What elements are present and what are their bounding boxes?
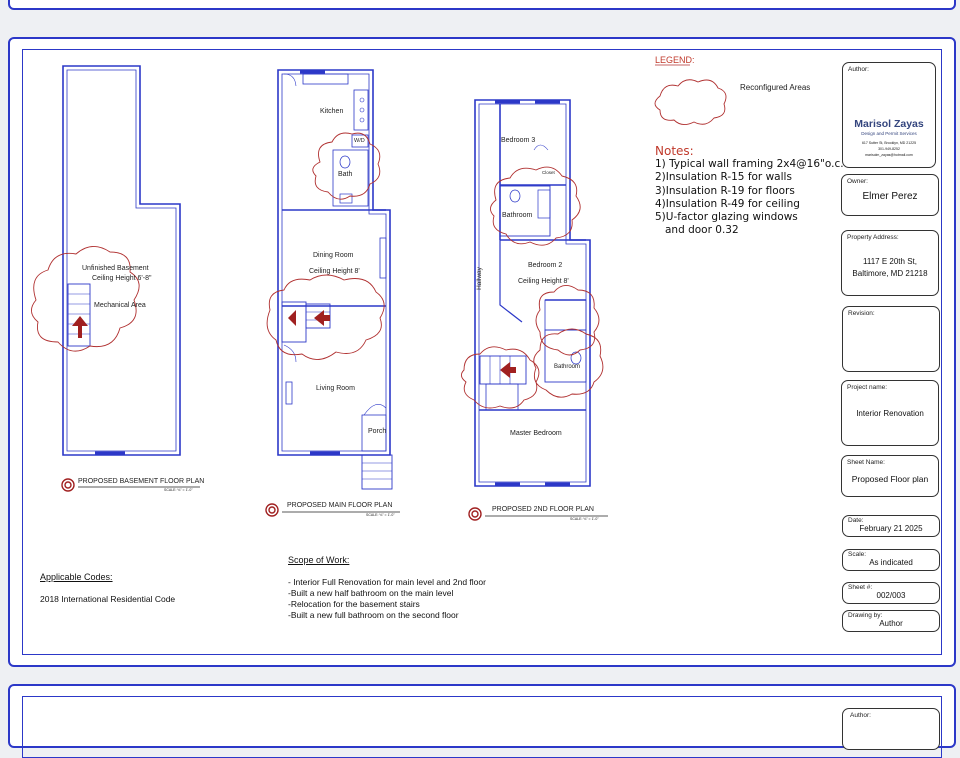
- scope-list: - Interior Full Renovation for main leve…: [288, 577, 486, 621]
- project-label: Project name:: [847, 384, 888, 391]
- main-bath-label: Bath: [338, 171, 353, 178]
- note-item: and door 0.32: [665, 224, 739, 237]
- owner-box: Owner: Elmer Perez: [841, 174, 939, 216]
- scope-item: -Relocation for the basement stairs: [288, 599, 420, 609]
- drawnby-label: Drawing by:: [848, 612, 883, 619]
- second-bedroom3-label: Bedroom 3: [501, 137, 536, 144]
- codes-title: Applicable Codes:: [40, 572, 113, 582]
- date-value: February 21 2025: [859, 524, 923, 533]
- basement-ceiling-label: Ceiling Height 6'-8": [92, 275, 152, 282]
- note-item: 1) Typical wall framing 2x4@16"o.c.: [655, 158, 844, 171]
- next-author-label: Author:: [850, 712, 871, 719]
- main-ceiling-label: Ceiling Height 8': [309, 268, 360, 275]
- second-plan-title: PROPOSED 2ND FLOOR PLAN: [492, 506, 594, 513]
- second-master-label: Master Bedroom: [510, 430, 562, 437]
- main-plan-scale: SCALE: ⅛" = 1'-0": [366, 513, 395, 517]
- main-porch-label: Porch: [368, 428, 387, 435]
- note-item: 2)Insulation R-15 for walls: [655, 171, 792, 184]
- main-bath-cloud: [312, 132, 381, 200]
- second-ceiling-label: Ceiling Height 8': [518, 278, 569, 285]
- scale-box: Scale: As indicated: [842, 549, 940, 571]
- notes-block: Notes: 1) Typical wall framing 2x4@16"o.…: [655, 144, 844, 237]
- second-bath-cloud: [490, 166, 581, 246]
- scope-item: - Interior Full Renovation for main leve…: [288, 577, 486, 587]
- scale-label: Scale:: [848, 551, 867, 558]
- sheet-number-value: 002/003: [876, 591, 906, 600]
- company-subtitle: Design and Permit Services: [861, 131, 917, 136]
- date-label: Date:: [848, 517, 864, 524]
- basement-outline: [62, 65, 181, 456]
- note-item: 4)Insulation R-49 for ceiling: [655, 197, 800, 210]
- notes-title: Notes:: [655, 144, 694, 158]
- company-address: 617 Sutter St, Brooklyn, MD 21225: [861, 141, 917, 145]
- main-floor-outline: [277, 69, 391, 456]
- scope-item: -Built a new half bathroom on the main l…: [288, 588, 454, 598]
- basement-plan-scale: SCALE: ⅛" = 1'-0": [164, 488, 193, 492]
- main-kitchen-label: Kitchen: [320, 108, 344, 115]
- second-floor-outline: [474, 99, 591, 487]
- main-dining-label: Dining Room: [313, 252, 354, 259]
- sheetname-box: Sheet Name: Proposed Floor plan: [841, 455, 939, 497]
- author-label: Author:: [848, 66, 869, 73]
- note-item: 3)Insulation R-19 for floors: [655, 184, 795, 197]
- second-bath2-cloud: [533, 328, 604, 398]
- second-bathroom2-label: Bathroom: [554, 364, 581, 370]
- address-line1: 1117 E 20th St,: [863, 257, 917, 266]
- scope-item: -Built a new full bathroom on the second…: [288, 610, 459, 620]
- basement-plan-title: PROPOSED BASEMENT FLOOR PLAN: [78, 478, 205, 485]
- address-line2: Baltimore, MD 21218: [852, 269, 928, 278]
- sheet-number-label: Sheet #:: [848, 584, 873, 591]
- scale-value: As indicated: [869, 558, 913, 567]
- address-label: Property Address:: [847, 234, 899, 241]
- company-email: marisolm_zayas@hotmail.com: [865, 153, 913, 157]
- main-stairs-cloud: [266, 274, 385, 360]
- legend-cloud: [654, 79, 727, 125]
- revision-box: Revision:: [842, 306, 940, 372]
- basement-area-label: Mechanical Area: [94, 302, 146, 309]
- drawnby-value: Author: [879, 619, 903, 628]
- sheetname-label: Sheet Name:: [847, 459, 885, 466]
- main-plan-title: PROPOSED MAIN FLOOR PLAN: [287, 502, 393, 509]
- main-wd-label: W/D: [354, 138, 365, 144]
- drawnby-box: Drawing by: Author: [842, 610, 940, 632]
- main-living-label: Living Room: [316, 385, 355, 392]
- previous-sheet-edge: [8, 0, 956, 10]
- legend-title: LEGEND:: [655, 55, 695, 65]
- second-hallway-label: Hallway: [475, 267, 483, 290]
- drawing-sheet: [8, 37, 956, 667]
- address-box: Property Address: 1117 E 20th St, Baltim…: [841, 230, 939, 296]
- basement-cloud: [31, 246, 140, 352]
- second-bedroom2-label: Bedroom 2: [528, 262, 563, 269]
- drawing-border: [22, 49, 942, 655]
- second-plan-scale: SCALE: ⅛" = 1'-0": [570, 517, 599, 521]
- legend-label: Reconfigured Areas: [740, 83, 811, 92]
- author-box: Author: Marisol Zayas Design and Permit …: [842, 62, 936, 168]
- scope-title: Scope of Work:: [288, 555, 350, 565]
- project-value: Interior Renovation: [856, 409, 924, 418]
- note-item: 5)U-factor glazing windows: [655, 211, 798, 224]
- basement-room-label: Unfinished Basement: [82, 265, 149, 272]
- second-closet-label: Closet: [542, 170, 555, 175]
- second-stairs-cloud: [461, 346, 540, 409]
- date-box: Date: February 21 2025: [842, 515, 940, 537]
- second-bathroom-label: Bathroom: [502, 212, 533, 219]
- company-phone: 301-949-8252: [878, 147, 900, 151]
- owner-value: Elmer Perez: [862, 191, 918, 202]
- codes-text: 2018 International Residential Code: [40, 594, 176, 604]
- project-box: Project name: Interior Renovation: [841, 380, 939, 446]
- revision-label: Revision:: [848, 310, 875, 317]
- sheetname-value: Proposed Floor plan: [851, 474, 929, 484]
- owner-label: Owner:: [847, 178, 868, 185]
- sheet-number-box: Sheet #: 002/003: [842, 582, 940, 604]
- company-name: Marisol Zayas: [854, 118, 924, 130]
